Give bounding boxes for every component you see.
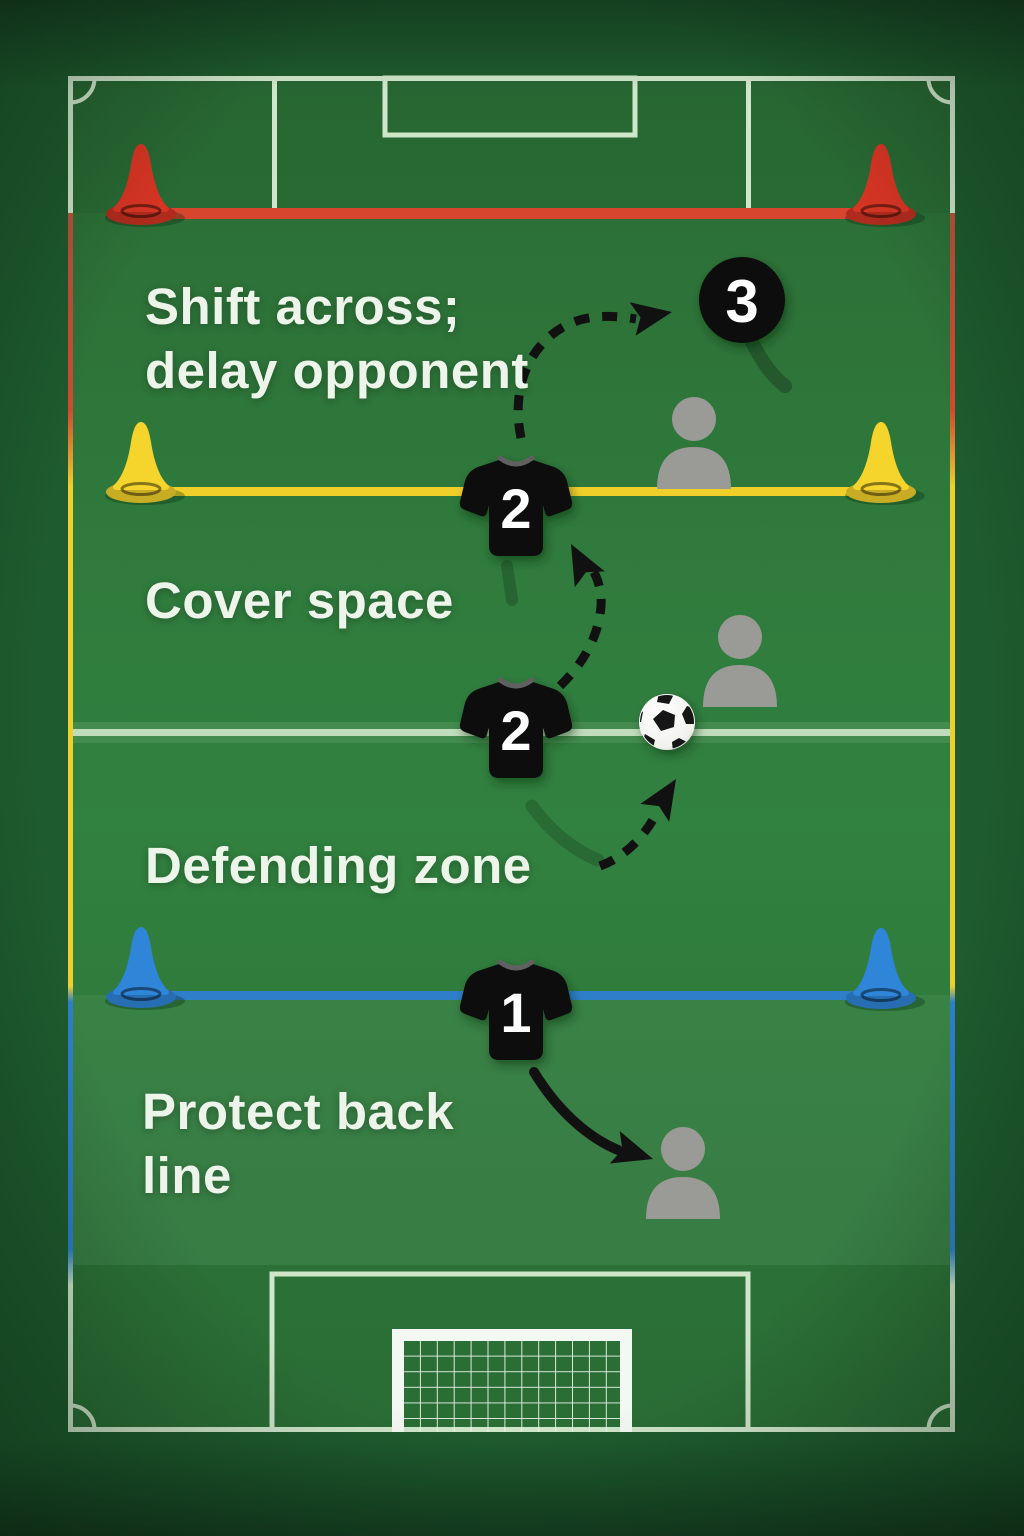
zone-label-defending: Defending zone xyxy=(145,834,532,898)
svg-text:1: 1 xyxy=(500,981,531,1044)
player-marker-3: 3 xyxy=(699,257,785,343)
zone-label-defending-line1: Defending zone xyxy=(145,837,532,894)
bottom-shade xyxy=(0,1440,1024,1536)
svg-text:3: 3 xyxy=(725,268,758,335)
svg-text:2: 2 xyxy=(500,477,531,540)
svg-text:2: 2 xyxy=(500,699,531,762)
top-shade xyxy=(0,0,1024,90)
goal-net xyxy=(404,1341,620,1432)
zone-label-protect-line2: line xyxy=(142,1147,232,1204)
zone-label-cover: Cover space xyxy=(145,569,454,633)
zone-label-protect-line1: Protect back xyxy=(142,1083,455,1140)
goal xyxy=(392,1329,632,1432)
zone-label-shift-line1: Shift across; xyxy=(145,278,461,335)
pitch-shade-top xyxy=(70,78,955,213)
zone-label-protect: Protect back line xyxy=(142,1080,454,1208)
zone-label-cover-line1: Cover space xyxy=(145,572,454,629)
zone-label-shift-line2: delay opponent xyxy=(145,342,529,399)
zone-label-shift: Shift across; delay opponent xyxy=(145,275,529,403)
zone-line-red xyxy=(141,208,881,219)
